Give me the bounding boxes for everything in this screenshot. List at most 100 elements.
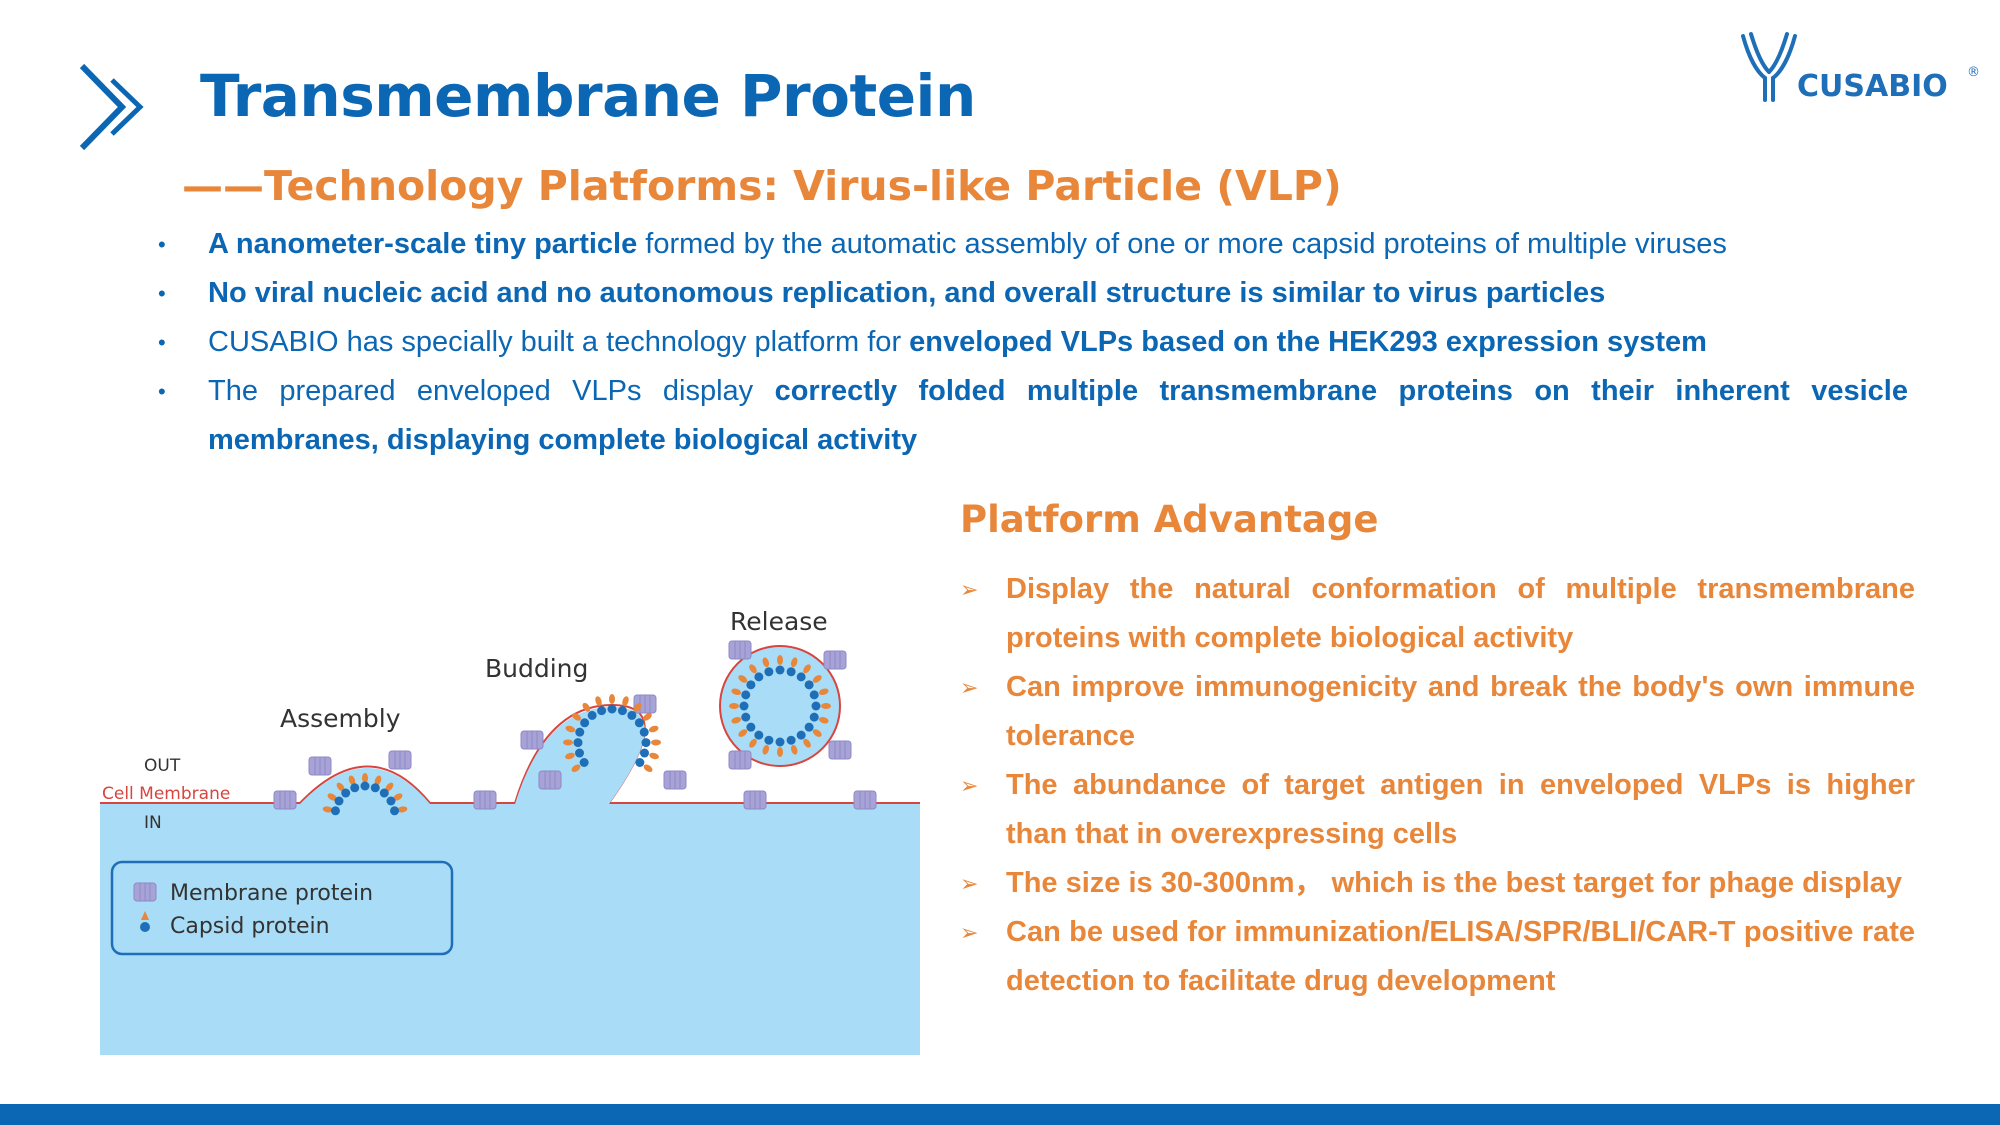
capsid-protein-blue: [764, 735, 774, 745]
capsid-protein-blue: [741, 690, 751, 700]
capsid-protein-orange: [803, 664, 811, 674]
capsid-protein-orange: [749, 738, 757, 748]
arrow-bullet-icon: ➢: [960, 577, 979, 602]
capsid-protein-orange: [327, 793, 337, 801]
capsid-protein-blue: [634, 718, 644, 728]
capsid-protein-orange: [633, 702, 642, 712]
label-budding: Budding: [485, 654, 588, 683]
arrow-bullet-icon: ➢: [960, 920, 979, 945]
capsid-protein-blue: [360, 781, 370, 791]
arrow-bullet-icon: ➢: [960, 871, 979, 896]
registered-mark: ®: [1967, 65, 1980, 80]
label-cell-membrane: Cell Membrane: [102, 784, 230, 804]
capsid-protein-orange: [565, 725, 576, 733]
capsid-protein-orange: [362, 773, 368, 783]
capsid-protein-blue: [386, 796, 396, 806]
capsid-protein-blue: [635, 758, 645, 768]
capsid-protein-blue: [597, 706, 607, 716]
cusabio-logo: CUSABIO ®: [1741, 32, 1980, 104]
antibody-logo-icon: [1741, 32, 1797, 102]
capsid-protein-blue: [804, 722, 814, 732]
capsid-protein-blue: [796, 672, 806, 682]
capsid-protein-blue: [575, 727, 585, 737]
capsid-protein-orange: [812, 675, 822, 683]
capsid-protein-blue: [741, 712, 751, 722]
capsid-protein-orange: [821, 703, 831, 709]
advantage-list: ➢Display the natural conformation of mul…: [960, 565, 1915, 1006]
page-subtitle: ——Technology Platforms: Virus-like Parti…: [182, 162, 1342, 210]
capsid-protein-orange: [777, 655, 783, 665]
arrow-bullet-icon: ➢: [960, 773, 979, 798]
bullet-dot-icon: •: [158, 232, 166, 257]
capsid-protein-blue: [775, 737, 785, 747]
legend-membrane-protein: Membrane protein: [170, 881, 373, 906]
capsid-protein-orange: [749, 664, 757, 674]
capsid-protein-blue: [786, 667, 796, 677]
capsid-protein-blue: [809, 690, 819, 700]
bullet-dot-icon: •: [158, 330, 166, 355]
capsid-protein-blue: [579, 758, 589, 768]
bullet-dot-icon: •: [158, 281, 166, 306]
capsid-protein-blue: [580, 718, 590, 728]
bullet-item: •No viral nucleic acid and no autonomous…: [158, 269, 1908, 318]
capsid-protein-blue: [370, 783, 380, 793]
released-vlp: [719, 645, 841, 767]
advantage-item: ➢Display the natural conformation of mul…: [960, 565, 1915, 663]
label-assembly: Assembly: [280, 704, 401, 733]
capsid-protein-blue: [379, 788, 389, 798]
capsid-protein-orange: [643, 764, 653, 773]
capsid-legend-icon: [141, 911, 149, 920]
capsid-protein-orange: [803, 738, 811, 748]
capsid-protein-orange: [374, 775, 382, 786]
capsid-protein-blue: [587, 710, 597, 720]
capsid-protein-blue: [811, 701, 821, 711]
capsid-protein-blue: [754, 730, 764, 740]
capsid-protein-blue: [804, 680, 814, 690]
advantage-item: ➢Can improve immunogenicity and break th…: [960, 663, 1915, 761]
capsid-protein-blue: [809, 712, 819, 722]
capsid-protein-blue: [617, 706, 627, 716]
capsid-protein-blue: [641, 738, 651, 748]
capsid-protein-blue: [390, 806, 400, 816]
advantage-item: ➢The size is 30-300nm， which is the best…: [960, 859, 1915, 908]
label-out: OUT: [144, 756, 181, 776]
capsid-protein-orange: [622, 696, 629, 706]
capsid-protein-orange: [348, 775, 356, 786]
capsid-protein-blue: [775, 665, 785, 675]
capsid-protein-orange: [393, 793, 403, 801]
capsid-protein-orange: [648, 725, 659, 733]
capsid-protein-blue: [746, 680, 756, 690]
capsid-protein-orange: [777, 747, 783, 757]
capsid-protein-orange: [322, 806, 333, 813]
arrow-bullet-icon: ➢: [960, 675, 979, 700]
vlp-budding-diagram: Release Budding Assembly OUT Cell Membra…: [100, 607, 920, 1055]
capsid-protein-blue: [627, 710, 637, 720]
bullet-item: •A nanometer-scale tiny particle formed …: [158, 220, 1908, 269]
capsid-protein-blue: [607, 704, 617, 714]
capsid-protein-orange: [650, 739, 661, 746]
advantage-item: ➢The abundance of target antigen in enve…: [960, 761, 1915, 859]
capsid-protein-layer: [322, 655, 831, 816]
capsid-protein-orange: [595, 696, 602, 706]
capsid-protein-blue: [796, 730, 806, 740]
capsid-protein-orange: [643, 713, 652, 721]
capsid-protein-blue: [786, 735, 796, 745]
label-in: IN: [144, 813, 162, 833]
capsid-protein-orange: [818, 716, 829, 724]
bullet-item: •The prepared enveloped VLPs display cor…: [158, 367, 1908, 465]
capsid-protein-blue: [573, 738, 583, 748]
capsid-protein-orange: [572, 713, 581, 721]
capsid-protein-orange: [731, 716, 742, 724]
logo-text: CUSABIO: [1797, 69, 1948, 104]
capsid-protein-orange: [582, 702, 591, 712]
capsid-protein-blue: [575, 748, 585, 758]
bottom-bar: [0, 1104, 2000, 1125]
intro-bullet-list: •A nanometer-scale tiny particle formed …: [158, 220, 1908, 465]
capsid-protein-blue: [350, 783, 360, 793]
capsid-protein-orange: [385, 782, 394, 792]
capsid-protein-blue: [639, 748, 649, 758]
page-title: Transmembrane Protein: [200, 62, 976, 130]
capsid-protein-blue: [334, 796, 344, 806]
capsid-protein-orange: [336, 782, 345, 792]
capsid-protein-blue: [341, 788, 351, 798]
